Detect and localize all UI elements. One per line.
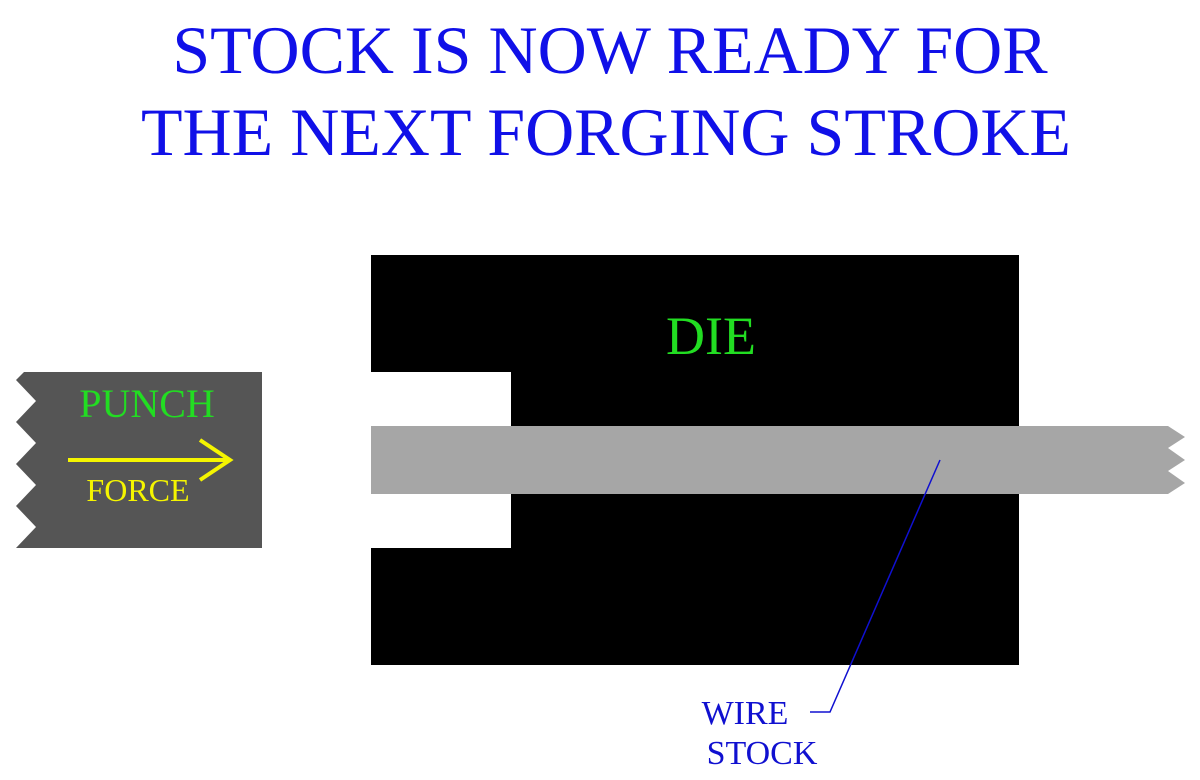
wire-stock-label-line-2: STOCK (707, 735, 818, 772)
title-line-2: THE NEXT FORGING STROKE (141, 94, 1071, 170)
wire-stock-label-line-1: WIRE (702, 695, 789, 732)
title-line-1: STOCK IS NOW READY FOR (172, 12, 1048, 88)
force-label: FORCE (86, 472, 189, 508)
force-arrow-icon (68, 438, 234, 482)
die-label: DIE (666, 306, 756, 366)
wire-stock-bar (371, 426, 1185, 494)
punch-label: PUNCH (79, 381, 215, 426)
wire-stock-leader-line (810, 459, 941, 713)
